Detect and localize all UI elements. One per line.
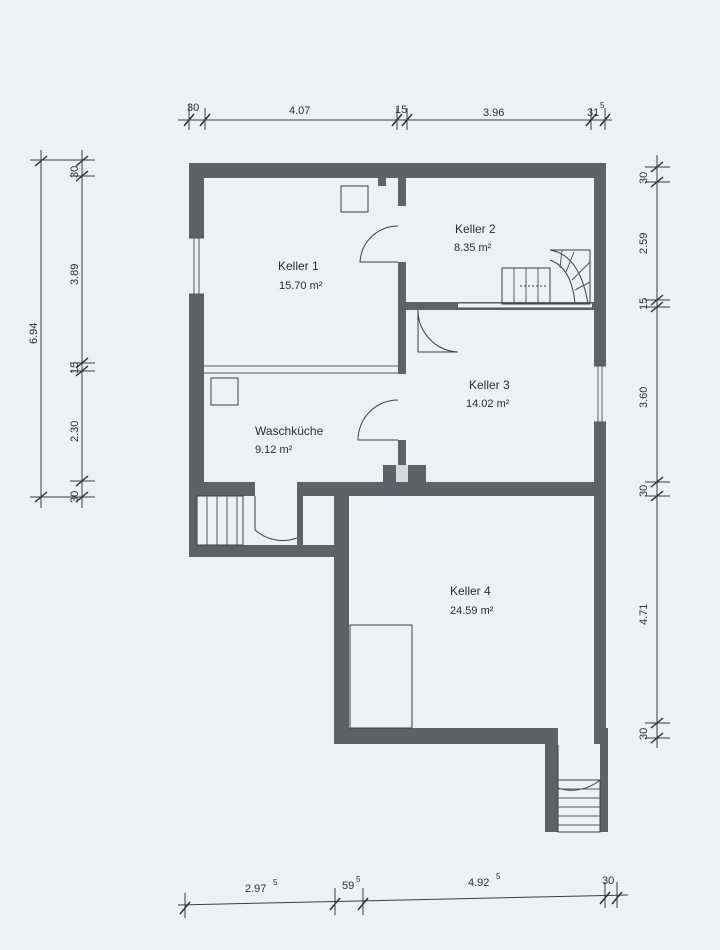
- fixture-box-waschkueche: [210, 377, 239, 406]
- dim-top-3: 15: [395, 104, 407, 116]
- dim-right-5: 30: [638, 485, 650, 497]
- dim-bottom-1-sup: 5: [273, 878, 278, 887]
- wall-left-upper: [189, 163, 204, 493]
- dim-left-5: 30: [69, 491, 81, 503]
- room-keller3-area: 14.02 m²: [466, 398, 510, 410]
- wall-stair-left: [189, 482, 197, 557]
- dim-top-5-sup: 5: [600, 101, 605, 110]
- dimension-left: 6.94 30 3.89 15 2.30 30: [28, 150, 95, 508]
- dim-left-1: 30: [69, 166, 81, 178]
- window-left: [189, 238, 204, 294]
- dim-right-2: 2.59: [638, 233, 650, 254]
- dim-left-total: 6.94: [28, 323, 40, 344]
- dim-left-2: 3.89: [69, 264, 81, 285]
- dim-bottom-3: 4.92: [468, 877, 489, 889]
- dimension-right: 30 2.59 15 3.60 30 4.71 30: [638, 155, 670, 748]
- door-waschkueche: [357, 399, 399, 441]
- wall-corner-nub: [378, 178, 386, 186]
- room-keller1-name: Keller 1: [278, 259, 319, 273]
- walls: [189, 163, 608, 832]
- fixtures: [196, 185, 601, 833]
- wall-interior-v3: [398, 440, 406, 482]
- wall-interior-v1: [398, 178, 406, 206]
- room-keller1-area: 15.70 m²: [279, 280, 323, 292]
- cabinet-keller4: [349, 624, 413, 729]
- room-labels: Keller 1 15.70 m² Keller 2 8.35 m² Kelle…: [255, 222, 510, 617]
- dim-top-4: 3.96: [483, 107, 504, 119]
- stairs-left: [196, 495, 244, 546]
- room-keller2-name: Keller 2: [455, 222, 496, 236]
- dim-bottom-4: 30: [602, 875, 614, 887]
- door-keller3: [417, 309, 459, 353]
- fixture-box-keller1: [340, 185, 369, 213]
- dimension-top: 30 4.07 15 3.96 31 5: [178, 101, 612, 130]
- dimension-bottom: 2.97 5 59 5 4.92 5 30: [177, 872, 629, 918]
- dim-left-3: 15: [69, 362, 81, 374]
- doors: [254, 225, 601, 791]
- dim-right-7: 30: [638, 728, 650, 740]
- dim-left-4: 2.30: [69, 421, 81, 442]
- room-waschkueche-area: 9.12 m²: [255, 444, 293, 456]
- room-keller4-name: Keller 4: [450, 584, 491, 598]
- stairs-bottom-right: [557, 779, 601, 833]
- wall-gap-fill: [458, 303, 592, 308]
- dim-right-6: 4.71: [638, 604, 650, 625]
- dim-right-3: 15: [638, 298, 650, 310]
- wall-mid-horizontal: [297, 482, 605, 496]
- wall-stairwell-right: [600, 728, 608, 832]
- wall-interior-v2: [398, 262, 406, 374]
- dim-right-1: 30: [638, 172, 650, 184]
- room-keller2-area: 8.35 m²: [454, 242, 492, 254]
- window-right: [594, 366, 606, 422]
- wall-lower-bottom: [334, 728, 556, 744]
- dim-top-5: 31: [587, 107, 599, 119]
- dim-bottom-1: 2.97: [245, 883, 266, 895]
- dim-top-1: 30: [187, 102, 199, 114]
- room-keller4-area: 24.59 m²: [450, 605, 494, 617]
- windows: [189, 237, 606, 423]
- dim-top-2: 4.07: [289, 105, 310, 117]
- dim-bottom-2: 59: [342, 880, 354, 892]
- room-waschkueche-name: Waschküche: [255, 424, 324, 438]
- dim-right-4: 3.60: [638, 387, 650, 408]
- wall-lower-right: [594, 482, 606, 744]
- wall-stair-right: [297, 482, 303, 545]
- wall-stairwell-left: [545, 728, 558, 832]
- door-stair-landing: [254, 496, 298, 541]
- wall-right-upper: [594, 163, 606, 493]
- dim-bottom-3-sup: 5: [496, 872, 501, 881]
- room-keller3-name: Keller 3: [469, 378, 510, 392]
- wall-top: [189, 163, 605, 178]
- wall-mid-left-stub: [189, 482, 255, 496]
- stairs-keller2: [501, 249, 591, 305]
- door-keller1: [359, 225, 399, 263]
- wall-lower-left: [334, 482, 349, 744]
- chimney-flue: [396, 465, 408, 482]
- dim-bottom-2-sup: 5: [356, 875, 361, 884]
- wall-stair-bottom: [189, 545, 335, 557]
